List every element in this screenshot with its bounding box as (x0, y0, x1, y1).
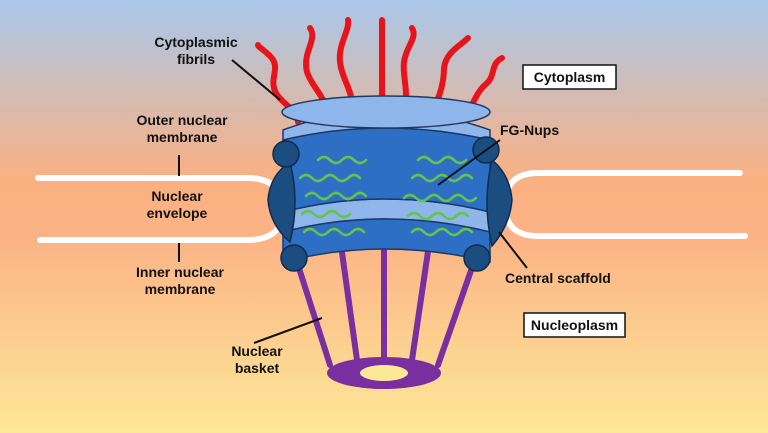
leader-nuclear-basket (253, 317, 323, 344)
leader-central-scaffold (498, 231, 528, 269)
label-fg-nups: FG-Nups (500, 122, 559, 138)
basket-strut-1 (294, 259, 333, 368)
nuclear-basket (294, 231, 477, 368)
leader-fg-nups (437, 139, 501, 186)
label-outer-membrane-line2: membrane (147, 129, 218, 145)
scaffold-right (486, 158, 513, 248)
basket-ring (327, 357, 441, 389)
basket-strut-5 (435, 259, 477, 368)
label-cytoplasmic-fibrils-line2: fibrils (177, 51, 215, 67)
fibril-3 (336, 17, 356, 113)
label-inner-membrane-line1: Inner nuclear (136, 264, 224, 280)
nucleoplasm-label: Nucleoplasm (531, 317, 618, 333)
label-inner-membrane-line2: membrane (145, 281, 216, 297)
node-top-left (272, 140, 300, 168)
label-nuclear-envelope-line1: Nuclear (151, 188, 203, 204)
label-outer-membrane-line1: Outer nuclear (136, 112, 228, 128)
label-nuclear-envelope-line2: envelope (147, 205, 208, 221)
cytoplasm-box: Cytoplasm (522, 64, 617, 90)
fibril-5 (400, 25, 417, 111)
basket-strut-4 (409, 235, 433, 363)
label-nuclear-basket-line1: Nuclear (231, 343, 283, 359)
scaffold-left (267, 160, 296, 244)
leader-lines (178, 59, 528, 344)
cytoplasm-label: Cytoplasm (534, 69, 606, 85)
label-nuclear-basket-line2: basket (235, 360, 280, 376)
label-cytoplasmic-fibrils-line1: Cytoplasmic (154, 34, 237, 50)
node-bottom-left (280, 244, 308, 272)
leader-cytoplasmic-fibrils (231, 59, 281, 101)
label-central-scaffold: Central scaffold (505, 270, 611, 286)
basket-strut-2 (337, 235, 360, 363)
nucleoplasm-box: Nucleoplasm (523, 312, 626, 338)
fg-nups (298, 155, 478, 237)
node-bottom-right (463, 244, 491, 272)
central-scaffold (267, 158, 513, 248)
